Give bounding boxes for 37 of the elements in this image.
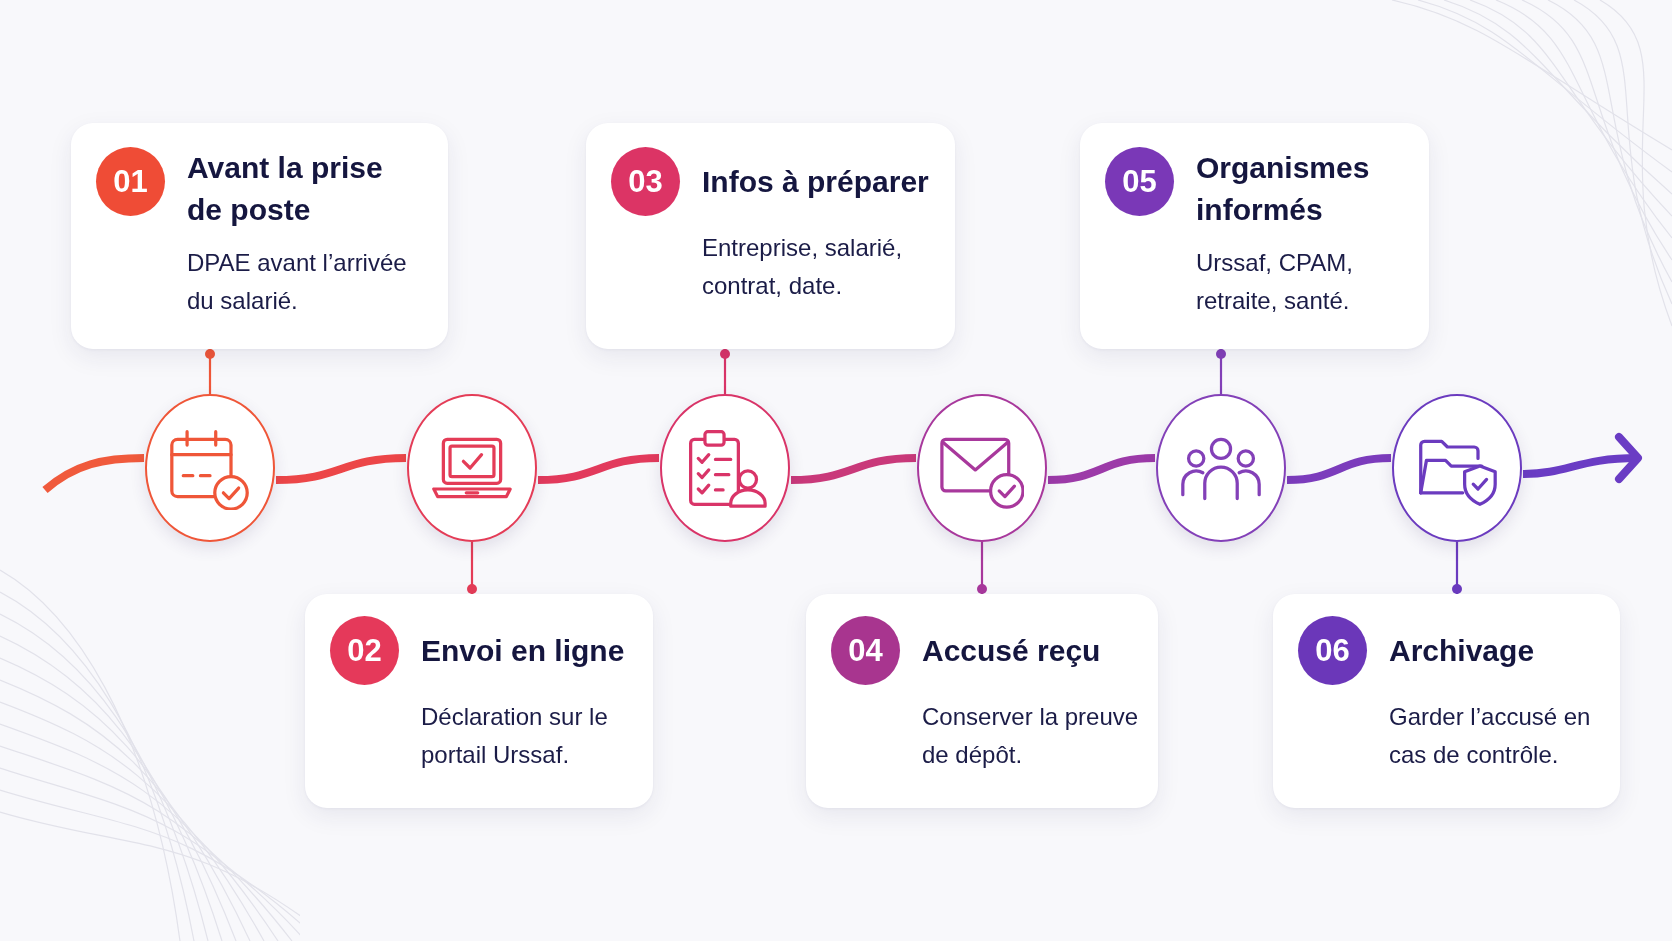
pin-connector: [720, 349, 730, 394]
step-description: Déclaration sur le portail Urssaf.: [421, 702, 609, 770]
wave-line: [790, 454, 917, 484]
wave-line: [275, 454, 407, 484]
arrow: [1522, 433, 1642, 484]
step-card: [1080, 123, 1429, 349]
step-description: Urssaf, CPAM, retraite, santé.: [1196, 248, 1354, 316]
pin-connector: [205, 349, 215, 394]
step-title: Infos à préparer: [702, 163, 929, 200]
step-description: Entreprise, salarié, contrat, date.: [702, 233, 904, 301]
pin-connector: [467, 542, 477, 594]
wave-line: [537, 454, 660, 484]
step-number-badge: 05: [1105, 147, 1174, 216]
step-title: Avant la prise de poste: [187, 150, 384, 228]
step-number-badge: 02: [330, 616, 399, 685]
step-card: [71, 123, 448, 349]
step-card: [806, 594, 1158, 808]
pin-connector: [977, 542, 987, 594]
step-title: Archivage: [1389, 632, 1535, 669]
step-number-badge: 03: [611, 147, 680, 216]
step-card: [586, 123, 955, 349]
step-number-badge: 04: [831, 616, 900, 685]
step-description: Garder l’accusé en cas de contrôle.: [1389, 702, 1592, 770]
step-card: [305, 594, 653, 808]
wave-line: [1047, 454, 1156, 484]
pin-connector: [1216, 349, 1226, 394]
step-card: [1273, 594, 1620, 808]
wave-line: [42, 454, 145, 494]
wave-line: [1286, 454, 1392, 484]
step-title: Organismes informés: [1196, 150, 1371, 228]
step-description: Conserver la preuve de dépôt.: [922, 702, 1140, 770]
step-number-badge: 01: [96, 147, 165, 216]
step-number-badge: 06: [1298, 616, 1367, 685]
step-title: Accusé reçu: [922, 632, 1101, 669]
step-title: Envoi en ligne: [421, 632, 625, 669]
pin-connector: [1452, 542, 1462, 594]
step-description: DPAE avant l’arrivée du salarié.: [187, 248, 408, 316]
